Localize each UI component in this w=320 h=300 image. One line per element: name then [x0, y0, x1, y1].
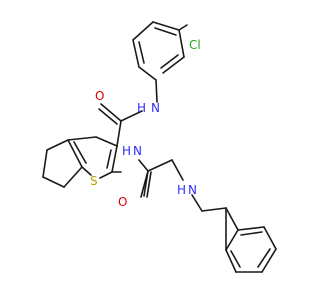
amide-hydrogen-label: H	[137, 101, 146, 115]
thiophene-amide-nitrogen-label: N	[133, 144, 142, 158]
amide-nitrogen-label: N	[151, 101, 160, 115]
bond-layer	[42, 21, 277, 273]
amine-nitrogen-label: N	[188, 183, 197, 197]
chlorine-label: Cl	[189, 38, 201, 52]
sulfur-label: S	[90, 174, 98, 188]
glycinamide-oxygen-label: O	[118, 195, 127, 209]
amine-hydrogen-label: H	[177, 183, 186, 197]
molecule-canvas: O N H Cl N H S O N H	[42, 21, 277, 273]
structure-drawing: O N H Cl N H S O N H	[42, 21, 277, 273]
thiophene-amide-hydrogen-label: H	[122, 144, 131, 158]
amide-oxygen-label: O	[95, 89, 104, 103]
atom-label-layer: O N H Cl N H S O N H	[90, 38, 201, 209]
